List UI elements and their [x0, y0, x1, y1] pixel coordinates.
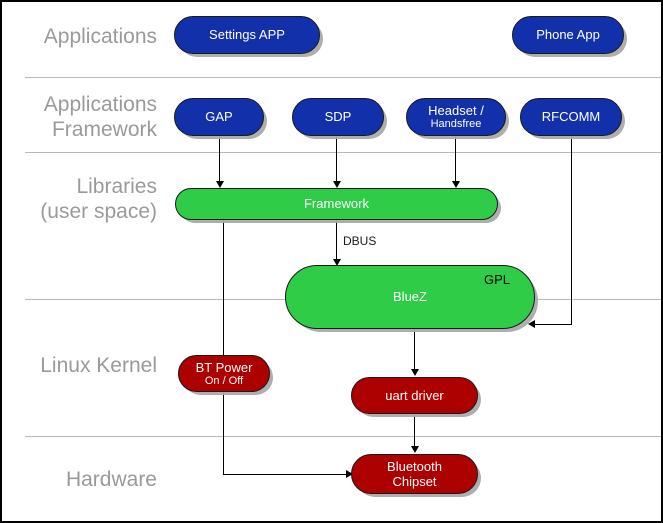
node-gap[interactable]: GAP — [174, 98, 264, 136]
node-bt-power-label: BT Power — [195, 359, 253, 375]
layer-label-applications-framework-text: Applications Framework — [43, 93, 157, 141]
node-rfcomm-label: RFCOMM — [541, 109, 601, 124]
node-bluetooth-chipset[interactable]: Bluetooth Chipset — [351, 454, 478, 494]
node-bluez-gpl-badge: GPL — [484, 272, 511, 287]
layer-label-linux-kernel-text: Linux Kernel — [40, 354, 157, 377]
node-bluez-label: BlueZ — [393, 289, 427, 304]
node-bluez[interactable]: BlueZ — [285, 265, 535, 329]
node-headset-handsfree-label: Headset / — [428, 103, 484, 118]
layer-label-libraries-text: Libraries (user space) — [40, 175, 157, 223]
edge-headset-to-framework-arrow — [452, 181, 460, 188]
node-sdp-label: SDP — [324, 109, 352, 124]
edge-framework-to-chipset-hline — [223, 474, 348, 475]
edge-rfcomm-to-bluez-hline — [535, 324, 572, 325]
node-bluetooth-chipset-sublabel: Chipset — [392, 474, 437, 489]
node-bluetooth-chipset-label: Bluetooth — [387, 459, 442, 474]
edge-framework-to-bluez-arrow — [333, 259, 341, 266]
edge-sdp-to-framework-line — [336, 136, 337, 182]
edge-gap-to-framework-arrow — [216, 181, 224, 188]
node-settings-app-label: Settings APP — [209, 27, 285, 42]
node-headset-handsfree[interactable]: Headset / Handsfree — [406, 98, 506, 136]
node-phone-app-label: Phone App — [536, 27, 600, 42]
edge-bluez-to-uart-arrow — [411, 369, 419, 376]
edge-framework-to-bluez-line — [336, 220, 337, 261]
node-settings-app[interactable]: Settings APP — [174, 16, 320, 54]
edge-sdp-to-framework-arrow — [333, 181, 341, 188]
divider-linux-kernel — [25, 436, 661, 437]
edge-uart-to-chipset-arrow — [411, 446, 419, 453]
node-framework-label: Framework — [303, 196, 369, 211]
divider-applications-framework — [25, 152, 661, 153]
node-uart-driver-label: uart driver — [385, 387, 444, 403]
edge-framework-to-chipset-arrow — [346, 470, 353, 478]
divider-applications — [25, 77, 661, 78]
layer-label-hardware-text: Hardware — [65, 468, 157, 491]
node-framework[interactable]: Framework — [175, 188, 498, 220]
edge-bluez-to-uart-line — [414, 329, 415, 370]
node-uart-driver[interactable]: uart driver — [351, 377, 478, 414]
node-headset-handsfree-sublabel: Handsfree — [430, 118, 482, 130]
edge-framework-to-chipset-vline — [223, 220, 224, 474]
edge-gap-to-framework-line — [219, 136, 220, 182]
node-phone-app[interactable]: Phone App — [512, 16, 624, 54]
edge-headset-to-framework-line — [455, 136, 456, 182]
edge-rfcomm-to-bluez-arrow — [528, 320, 535, 328]
edge-rfcomm-to-bluez-vline — [571, 136, 572, 324]
edge-uart-to-chipset-line — [414, 414, 415, 447]
node-rfcomm[interactable]: RFCOMM — [520, 98, 622, 136]
node-sdp[interactable]: SDP — [292, 98, 384, 136]
node-bt-power[interactable]: BT Power On / Off — [178, 355, 270, 392]
node-gap-label: GAP — [205, 109, 233, 124]
edge-label-dbus: DBUS — [343, 234, 377, 248]
layer-label-applications-text: Applications — [43, 25, 157, 48]
node-bt-power-sublabel: On / Off — [204, 374, 244, 387]
